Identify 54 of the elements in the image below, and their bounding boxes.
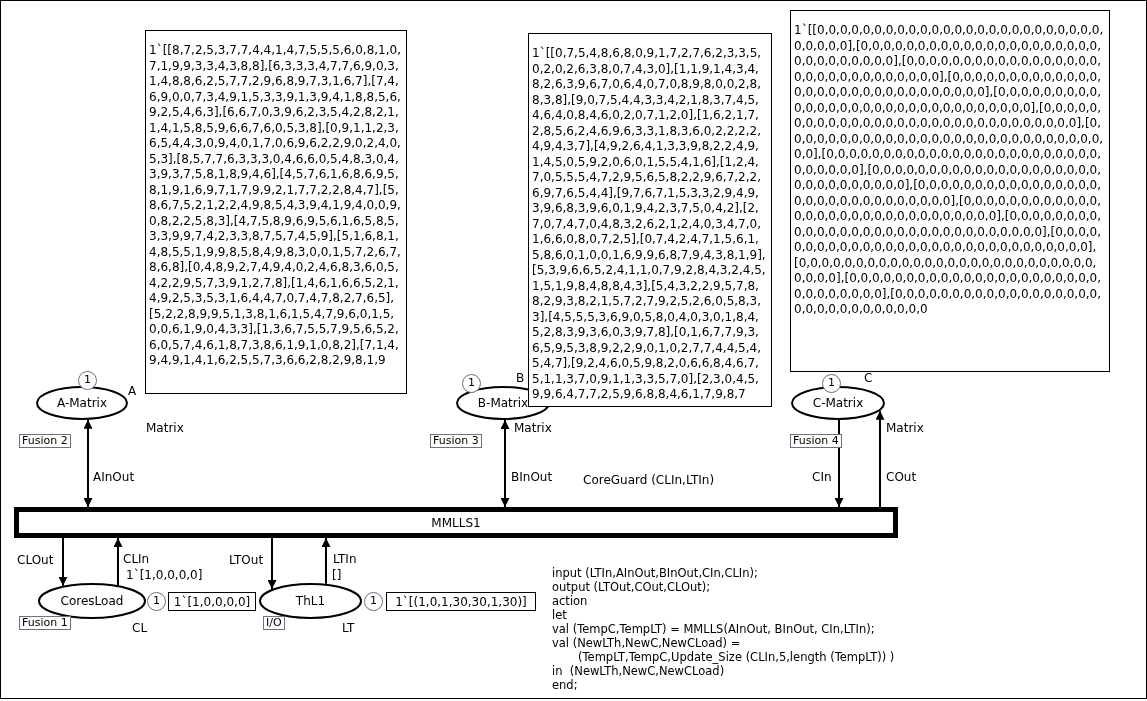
code-line: end; — [552, 678, 579, 692]
inscription-text: Matrix — [886, 421, 924, 435]
arc-inscription: CLOut — [17, 553, 54, 567]
transition-bar: MMLLS1 — [14, 507, 898, 538]
arc-inscription: COut — [886, 470, 917, 484]
arc-inscription: LTOut — [229, 553, 264, 567]
place-name: CoresLoad — [59, 593, 125, 610]
fusion-tag: Fusion 2 — [19, 434, 71, 448]
code-line: action — [552, 594, 589, 608]
place-ellipse — [36, 386, 128, 420]
arc-arrow — [83, 418, 93, 508]
arc-inscription: AInOut — [93, 470, 135, 484]
fusion-tag: Fusion 4 — [790, 434, 842, 448]
code-line: let — [552, 608, 568, 622]
arc-inscription: CLIn — [123, 552, 150, 566]
place-ellipse — [791, 386, 885, 420]
code-line: val (NewLTh,NewC,NewCLoad) = — [552, 636, 742, 650]
marking-box: 1`[[0,7,5,4,8,6,8,0,9,1,7,2,7,6,2,3,3,5,0,2,0,2,6,3,8,0,7,4,3,0],[1,1,9,1,4,3,4,8,2,6,3,9,6,7,0,6,4,0,7,0,8,9,8,0,0,2,8,8,3,8],[9,0,7,5,4,4,3,3,4,2,1,8,3,7,4,5,4,6,4,0,8,4,6,0,2,0,7,1,2,0],[1,6,2,1,7,2,8,5,6,2,4,6,9,6,3,3,1,8,3,6,0,2,2,2,2,4,9,4,3,7],[4,9,2,6,4,1,3,3,9,8,2,2,4,9,1,4,5,0,5,9,2,0,6,0,1,5,5,4,1,6],[1,2,4,7,0,5,5,5,4,7,2,9,5,6,5,8,2,2,9,6,7,2,2,6,9,7,6,5,4,4],[9,7,6,7,1,5,3,3,2,9,4,9,3,9,6,8,3,9,6,0,1,9,4,2,3,7,5,0,4,2],[2,7,0,7,4,7,0,4,8,3,2,6,2,1,2,4,0,3,4,7,0,1,6,6,0,8,0,7,2,5],[0,7,4,2,4,7,1,5,6,1,5,8,6,0,1,0,0,1,6,9,9,6,8,7,9,4,3,8,1,9],[5,3,9,6,6,5,2,4,1,1,0,7,9,2,8,4,3,2,4,5,1,5,1,9,8,4,8,8,4,3],[5,4,3,2,2,9,5,7,8,8,2,9,3,8,2,1,5,7,2,7,9,2,5,2,6,0,5,8,3,3],[4,5,5,5,3,6,9,0,5,8,0,4,0,3,0,1,8,4,5,2,8,3,9,3,6,0,3,9,7,8],[0,1,6,7,7,9,3,6,5,9,5,3,8,9,2,2,9,0,1,0,2,7,7,4,4,5,4,5,4,7],[9,2,4,6,0,5,9,8,2,0,6,6,8,4,6,7,5,1,1,3,7,0,9,1,1,3,3,5,7,0],[2,3,0,4,5,9,9,6,4,7,7,2,5,9,6,8,8,4,6,1,7,9,8,7 — [528, 33, 772, 407]
inscription-text: LT — [342, 621, 355, 635]
inscription-text: C — [864, 371, 873, 385]
arc-inscription: BInOut — [511, 470, 553, 484]
arc-inscription: LTIn — [333, 552, 357, 566]
arc-arrow — [267, 537, 277, 591]
inscription-text: B — [516, 371, 525, 385]
arc-inscription: CIn — [812, 470, 832, 484]
inscription-text: [] — [332, 568, 342, 582]
fusion-tag: Fusion 1 — [19, 616, 71, 630]
marking-box: 1`[[8,7,2,5,3,7,7,4,4,1,4,7,5,5,5,6,0,8,1,0,7,1,9,9,3,3,4,3,8,8],[6,3,3,3,4,7,7,6,9,0,3,1,4,8,8,6,2,5,7,7,2,9,6,8,9,7,3,1,6,7],[7,4,6,9,0,0,7,3,4,9,1,5,3,3,9,1,3,9,4,1,8,8,5,6,9,2,5,4,6,3],[6,6,7,0,3,9,6,2,3,5,4,2,8,2,1,1,4,1,5,8,5,9,6,6,7,6,0,5,3,8],[0,9,1,1,2,3,6,5,4,4,3,0,9,4,0,1,7,0,6,9,6,2,2,9,0,2,4,0,5,3],[8,5,7,7,6,3,3,3,0,4,6,6,0,5,4,8,3,0,4,3,9,3,7,5,8,1,8,9,4,6],[4,5,7,6,1,6,8,6,9,5,8,1,9,1,6,9,7,1,7,9,9,2,1,7,7,2,2,8,4,7],[5,8,6,7,5,2,1,2,2,4,9,8,5,4,3,9,4,1,9,4,0,0,9,0,8,2,2,5,8,3],[4,7,5,8,9,6,9,5,6,1,6,5,8,5,3,3,9,9,7,4,2,3,3,8,7,5,7,4,5,9],[5,1,6,8,1,4,8,5,5,1,9,9,8,5,8,4,9,8,3,0,0,1,5,7,2,6,7,8,6,8],[0,4,8,9,2,7,4,9,4,0,2,4,6,8,3,6,0,5,4,2,2,9,5,7,3,9,1,2,7,8],[1,4,6,1,6,6,5,2,1,4,9,2,5,3,5,3,1,6,4,4,7,0,7,4,7,8,2,7,6,5],[5,2,2,8,9,9,5,1,3,8,1,6,1,5,4,7,9,6,0,1,5,0,0,6,1,9,0,4,3,3],[1,3,6,7,5,5,7,9,5,6,5,2,6,0,5,7,4,6,1,8,7,3,8,6,1,9,1,0,8,2],[7,1,4,9,4,9,1,4,1,6,2,5,5,7,3,6,6,2,8,2,9,8,1,9 — [145, 30, 407, 394]
code-line: output (LTOut,COut,CLOut); — [552, 580, 712, 594]
place-ellipse — [259, 583, 362, 619]
code-line: input (LTIn,AInOut,BInOut,CIn,CLIn); — [552, 566, 759, 580]
arc-arrow — [875, 409, 885, 508]
inscription-text: Matrix — [514, 421, 552, 435]
inscription-text: A — [128, 384, 137, 398]
inscription-text: Matrix — [146, 421, 184, 435]
place-name: ThL1 — [294, 593, 327, 610]
inscription-text: CL — [132, 621, 148, 635]
inscription-text: 1`[1,0,0,0,0] — [126, 568, 203, 582]
arc-arrow — [500, 419, 510, 508]
place-name: A-Matrix — [55, 395, 109, 412]
fusion-tag: Fusion 3 — [430, 434, 482, 448]
inscription-text: CoreGuard (CLIn,LTIn) — [583, 473, 715, 487]
arc-arrow — [321, 537, 331, 585]
marking-box: 1`[1,0,0,0,0] — [168, 592, 256, 611]
code-line: in (NewLTh,NewC,NewCLoad) — [552, 664, 726, 678]
code-line: val (TempC,TempLT) = MMLLS(AInOut, BInOut, CIn,LTIn); — [552, 622, 876, 636]
marking-box: 1`[[0,0,0,0,0,0,0,0,0,0,0,0,0,0,0,0,0,0,0,0,0,0,0,0,0,0,0,0,0,0],[0,0,0,0,0,0,0,0,0,0,0,0,0,0,0,0,0,0,0,0,0,0,0,0,0,0,0,0,0,0],[0,0,0,0,0,0,0,0,0,0,0,0,0,0,0,0,0,0,0,0,0,0,0,0,0,0,0,0,0,0],[0,0,0,0,0,0,0,0,0,0,0,0,0,0,0,0,0,0,0,0,0,0,0,0,0,0,0,0,0,0],[0,0,0,0,0,0,0,0,0,0,0,0,0,0,0,0,0,0,0,0,0,0,0,0,0,0,0,0,0,0],[0,0,0,0,0,0,0,0,0,0,0,0,0,0,0,0,0,0,0,0,0,0,0,0,0,0,0,0,0,0],[0,0,0,0,0,0,0,0,0,0,0,0,0,0,0,0,0,0,0,0,0,0,0,0,0,0,0,0,0,0],[0,0,0,0,0,0,0,0,0,0,0,0,0,0,0,0,0,0,0,0,0,0,0,0,0,0,0,0,0,0],[0,0,0,0,0,0,0,0,0,0,0,0,0,0,0,0,0,0,0,0,0,0,0,0,0,0,0,0,0,0],[0,0,0,0,0,0,0,0,0,0,0,0,0,0,0,0,0,0,0,0,0,0,0,0,0,0,0,0,0,0],[0,0,0,0,0,0,0,0,0,0,0,0,0,0,0,0,0,0,0,0,0,0,0,0,0,0,0,0,0,0],[0,0,0,0,0,0,0,0,0,0,0,0,0,0,0,0,0,0,0,0,0,0,0,0,0,0,0,0,0,0],[0,0,0,0,0,0,0,0,0,0,0,0,0,0,0,0,0,0,0,0,0,0,0,0,0,0,0,0,0,0],[0,0,0,0,0,0,0,0,0,0,0,0,0,0,0,0,0,0,0,0,0,0,0,0,0,0,0,0,0,0],[0,0,0,0,0,0,0,0,0,0,0,0,0,0,0,0,0,0,0,0,0,0,0,0,0,0,0,0,0,0],[0,0,0,0,0,0,0,0,0,0,0,0,0,0,0,0,0,0,0,0,0,0,0,0,0,0,0,0,0,0 — [790, 10, 1110, 372]
place-name: C-Matrix — [811, 395, 865, 412]
arc-arrow — [113, 537, 123, 587]
arc-arrow — [834, 419, 844, 508]
fusion-tag: I/O — [263, 616, 285, 630]
marking-box: 1`[(1,0,1,30,30,1,30)] — [386, 592, 536, 611]
arc-arrow — [58, 537, 68, 587]
code-line: (TempLT,TempC,Update_Size (CLIn,5,length (TempLT)) ) — [577, 650, 895, 664]
